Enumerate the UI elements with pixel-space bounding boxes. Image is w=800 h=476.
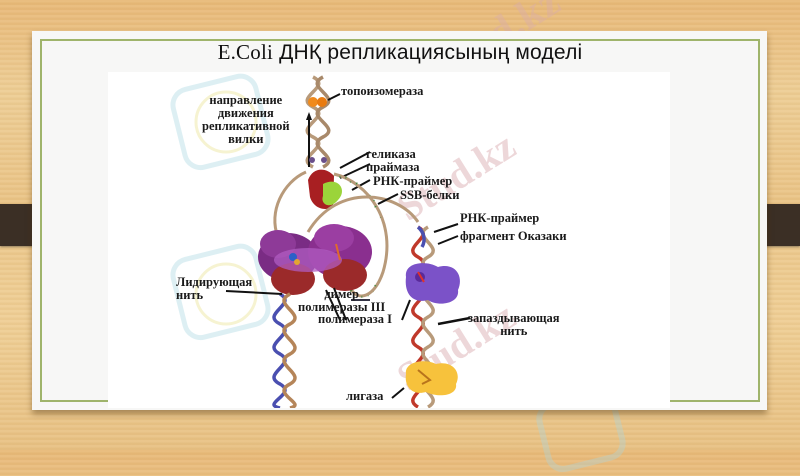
label-leading-strand: Лидирующая нить bbox=[176, 275, 253, 302]
label-pol3-dimer: димер полимеразы III bbox=[298, 287, 386, 314]
label-direction: направление движения репликативной вилки bbox=[202, 93, 290, 146]
label-lagging-strand: запаздывающая нить bbox=[468, 311, 560, 338]
title-latin: E.Coli bbox=[217, 40, 274, 64]
direction-arrow-icon bbox=[306, 112, 312, 167]
label-polymerase-i: полимераза I bbox=[318, 312, 393, 326]
label-primase: праймаза bbox=[366, 160, 420, 174]
leading-strand-helix bbox=[272, 292, 297, 408]
parental-dna-helix bbox=[305, 75, 331, 169]
primase-shape bbox=[322, 181, 343, 206]
label-rna-primer-1: РНК-праймер bbox=[373, 174, 453, 188]
label-ssb-proteins: SSB-белки bbox=[400, 188, 460, 202]
polymerase-i-shape bbox=[405, 263, 460, 304]
title-text: ДНҚ репликациясының моделі bbox=[273, 41, 583, 64]
polymerase-iii-dimer-shape bbox=[258, 224, 372, 295]
slide-title: E.Coli ДНҚ репликациясының моделі bbox=[0, 40, 800, 65]
lagging-template-loop bbox=[333, 172, 389, 298]
dna-replication-diagram: Stud.kz Stud.kz bbox=[108, 72, 670, 408]
label-topoisomerase: топоизомераза bbox=[341, 84, 424, 98]
ligase-shape bbox=[405, 361, 458, 396]
label-okazaki-fragment: фрагмент Оказаки bbox=[460, 229, 567, 243]
topoisomerase-shape bbox=[308, 97, 327, 107]
replication-fork-illustration: Stud.kz Stud.kz bbox=[170, 73, 523, 408]
label-rna-primer-2: РНК-праймер bbox=[460, 211, 540, 225]
label-helicase: геликаза bbox=[366, 147, 416, 161]
watermark-logo-icon bbox=[170, 73, 271, 341]
label-ligase: лигаза bbox=[346, 389, 384, 403]
